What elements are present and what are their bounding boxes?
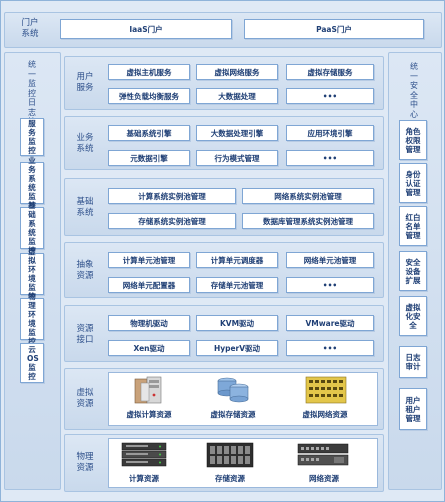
driver-box[interactable]: Xen驱动 [108,340,190,356]
server-tower-icon [134,376,162,404]
monitor-item-physical[interactable]: 物理环境监控 [20,292,44,346]
layer-title: 虚拟 资源 [76,388,94,409]
physical-resource-label: 网络资源 [309,474,339,483]
abstract-resource-box[interactable]: 计算单元调度器 [196,252,278,268]
user-service-box[interactable]: 大数据处理 [196,88,278,104]
monitor-item-base[interactable]: 基础系统监控 [20,201,44,255]
security-item-label: 身份认证管理 [405,169,421,197]
monitor-item-label: 物理环境监控 [28,292,36,346]
layer-title: 基础 系统 [76,197,94,218]
user-service-box[interactable]: 弹性负载均衡服务 [108,88,190,104]
security-item-tenant[interactable]: 用户租户管理 [399,388,427,430]
portal-title: 门户 系统 [21,18,39,39]
monitor-item-label: 服务监控 [28,119,36,155]
business-system-box[interactable]: 大数据处理引擎 [196,125,278,141]
layer-title: 抽象 资源 [76,260,94,281]
user-service-box[interactable]: 虚拟存储服务 [286,64,374,80]
monitor-item-label: 云OS监控 [27,345,39,381]
monitor-item-label: 基础系统监控 [28,201,36,255]
security-item-auth[interactable]: 身份认证管理 [399,163,427,203]
security-item-label: 红白名单管理 [405,212,421,240]
abstract-resource-box[interactable]: 网络单元配置器 [108,277,190,293]
portal-paas-box[interactable]: PaaS门户 [244,19,424,39]
more-box[interactable]: ••• [286,340,374,356]
driver-box[interactable]: 物理机驱动 [108,315,190,331]
virtual-resource-label: 虚拟计算资源 [126,410,172,419]
base-system-box[interactable]: 网络系统实例池管理 [242,188,374,204]
network-device-icon [297,443,349,466]
rack-server-icon [121,442,167,467]
layer-title: 用户 服务 [76,72,94,93]
more-box[interactable]: ••• [286,150,374,166]
base-system-box[interactable]: 计算系统实例池管理 [108,188,236,204]
physical-resource-label: 计算资源 [129,474,159,483]
security-item-role[interactable]: 角色权限管理 [399,120,427,160]
business-system-box[interactable]: 行为模式管理 [196,150,278,166]
abstract-resource-box[interactable]: 计算单元池管理 [108,252,190,268]
business-system-box[interactable]: 应用环境引擎 [286,125,374,141]
portal-iaas-box[interactable]: IaaS门户 [60,19,232,39]
security-item-device[interactable]: 安全设备扩展 [399,251,427,291]
security-item-audit[interactable]: 日志审计 [399,346,427,378]
physical-resource-label: 存储资源 [215,474,245,483]
security-item-label: 日志审计 [405,353,421,371]
layer-title: 业务 系统 [76,133,94,154]
monitor-item-business[interactable]: 业务系统监控 [20,156,44,210]
monitor-item-service[interactable]: 服务监控 [20,118,44,156]
driver-box[interactable]: VMware驱动 [286,315,374,331]
more-box[interactable]: ••• [286,88,374,104]
security-item-label: 虚拟化安全 [405,302,421,330]
security-item-label: 角色权限管理 [405,126,421,154]
base-system-box[interactable]: 存储系统实例池管理 [108,213,236,229]
monitor-item-cloud-os[interactable]: 云OS监控 [20,343,44,383]
security-item-label: 用户租户管理 [405,395,421,423]
more-box[interactable]: ••• [286,277,374,293]
security-item-virtual[interactable]: 虚拟化安全 [399,296,427,336]
security-item-list[interactable]: 红白名单管理 [399,206,427,246]
driver-box[interactable]: HyperV驱动 [196,340,278,356]
layer-title: 物理 资源 [76,452,94,473]
monitor-item-label: 业务系统监控 [28,156,36,210]
security-title: 统 一 安 全 中 心 USC [392,62,436,129]
network-switch-icon [305,376,347,404]
disk-stack-icon [217,377,249,403]
monitor-item-virtual[interactable]: 虚拟环境监控 [20,247,44,301]
business-system-box[interactable]: 元数据引擎 [108,150,190,166]
abstract-resource-box[interactable]: 网络单元池管理 [286,252,374,268]
driver-box[interactable]: KVM驱动 [196,315,278,331]
storage-array-icon [206,442,254,468]
virtual-resource-label: 虚拟网络资源 [302,410,348,419]
business-system-box[interactable]: 基础系统引擎 [108,125,190,141]
virtual-resource-label: 虚拟存储资源 [210,410,256,419]
user-service-box[interactable]: 虚拟主机服务 [108,64,190,80]
user-service-box[interactable]: 虚拟网络服务 [196,64,278,80]
security-item-label: 安全设备扩展 [405,257,421,285]
monitor-item-label: 虚拟环境监控 [28,247,36,301]
security-title-text: 统 一 安 全 中 心 USC [406,62,423,128]
abstract-resource-box[interactable]: 存储单元池管理 [196,277,278,293]
base-system-box[interactable]: 数据库管理系统实例池管理 [242,213,374,229]
layer-title: 资源 接口 [76,324,94,345]
